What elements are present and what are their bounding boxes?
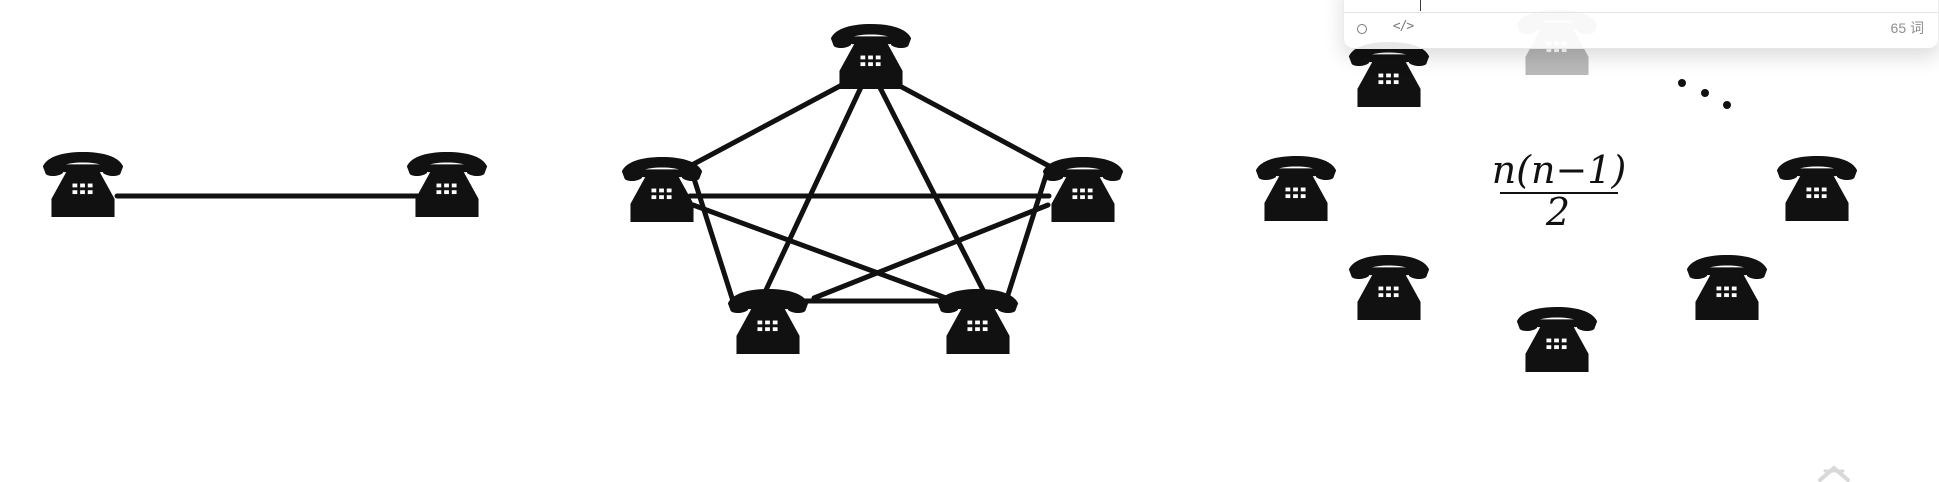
- connection-lines: [114, 65, 1052, 304]
- telephone-icon: [1516, 307, 1598, 372]
- text-cursor: [1420, 0, 1421, 11]
- ellipsis-dot: [1678, 79, 1686, 87]
- telephone-icon: [727, 289, 809, 354]
- pentagon-diagonal: [690, 202, 949, 301]
- telephone-icon: [1348, 42, 1430, 107]
- pentagon-diagonal: [763, 65, 873, 293]
- pentagon-edge: [687, 163, 736, 304]
- telephone-icon: [1776, 156, 1858, 221]
- telephone-icon: [621, 157, 703, 222]
- telephone-icon: [937, 289, 1019, 354]
- pentagon-diagonal: [867, 65, 986, 293]
- telephone-icon: [1255, 156, 1337, 221]
- telephone-icon: [42, 152, 124, 217]
- word-count: 65 词: [1890, 20, 1924, 36]
- telephone-icon: [1348, 255, 1430, 320]
- telephone-icon: [1042, 157, 1124, 222]
- telephone-icon: [1686, 255, 1768, 320]
- popup-divider: [1344, 12, 1938, 13]
- pentagon-diagonal: [811, 202, 1051, 301]
- circle-icon[interactable]: [1357, 24, 1367, 34]
- edge-count-formula: n(n−1) 2: [1492, 148, 1627, 234]
- editor-popup: </> 65 词: [1343, 0, 1939, 49]
- pentagon-edge: [1003, 163, 1052, 304]
- formula-denominator: 2: [1545, 190, 1570, 234]
- telephone-icon: [406, 152, 488, 217]
- ellipsis: [1678, 79, 1731, 109]
- ellipsis-dot: [1701, 89, 1709, 97]
- telephone-icon: [830, 24, 912, 89]
- formula-numerator: n(n−1): [1492, 148, 1627, 192]
- code-icon[interactable]: </>: [1392, 19, 1414, 34]
- ellipsis-dot: [1723, 101, 1731, 109]
